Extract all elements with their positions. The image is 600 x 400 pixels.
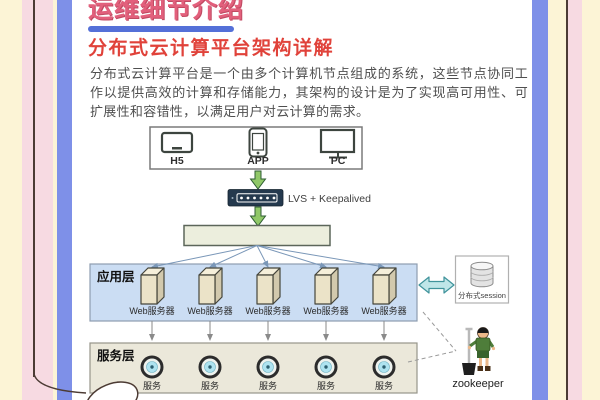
blue-stripe-left: [57, 0, 72, 400]
section-heading: 运维细节介绍: [88, 0, 245, 23]
content-background: [72, 0, 532, 400]
page-title: 分布式云计算平台架构详解: [88, 38, 335, 59]
intro-paragraph: 分布式云计算平台是一个由多个计算机节点组成的系统，这些节点协同工作以提供高效的计…: [90, 66, 528, 119]
dark-line-right: [566, 0, 568, 400]
pink-stripe-left: [22, 0, 53, 400]
blue-stripe-right: [532, 0, 548, 400]
dark-line-left: [33, 0, 35, 377]
pink-stripe-right: [568, 0, 582, 400]
heading-underline: [88, 26, 234, 32]
